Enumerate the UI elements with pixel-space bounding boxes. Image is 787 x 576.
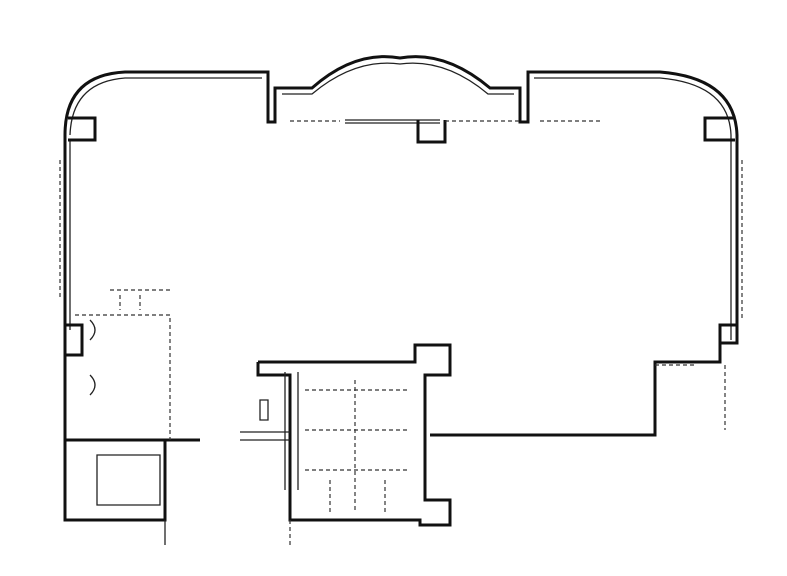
left-service-rooms	[65, 289, 200, 545]
dashed-guides	[59, 160, 743, 545]
top-bay-fixture	[290, 119, 600, 144]
exterior-walls	[63, 55, 739, 522]
core-stair-area	[240, 343, 452, 527]
column-blocks	[65, 116, 737, 357]
